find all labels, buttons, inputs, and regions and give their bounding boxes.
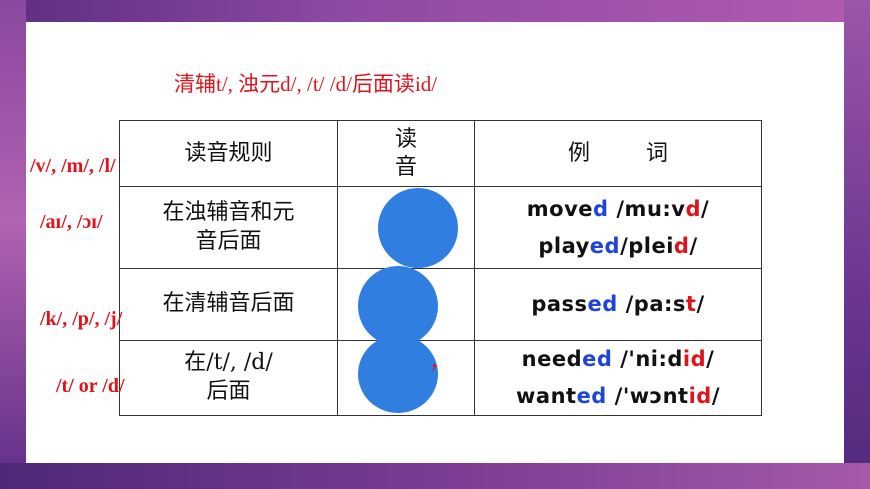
rule-cell: 在浊辅音和元 音后面: [119, 186, 338, 269]
example-segment: /: [701, 196, 710, 221]
table-header-row: 读音规则 读 音 例 词: [119, 120, 762, 187]
example-wanted: wanted /'wɔntid/: [475, 378, 761, 415]
example-segment: /: [711, 383, 720, 408]
header-pron-line-2: 音: [394, 154, 417, 180]
side-label-2: /aɪ/, /ɔɪ/: [40, 211, 103, 233]
cover-circle-3[interactable]: [358, 335, 438, 413]
side-label-3: /k/, /p/, /j/: [40, 308, 123, 330]
example-segment: /mu:v: [608, 196, 686, 221]
example-segment: id: [682, 347, 707, 371]
example-segment: want: [516, 383, 577, 408]
example-segment: need: [521, 347, 583, 371]
frame-bottom-band: [0, 463, 870, 489]
side-label-4: /t/ or /d/: [56, 375, 125, 397]
red-mark: ,: [432, 350, 437, 372]
header-examples: 例 词: [474, 120, 762, 187]
example-passed: passed /pa:st/: [475, 286, 761, 323]
cover-circle-1[interactable]: [378, 188, 458, 268]
slide-title: 清辅t/, 浊元d/, /t/ /d/后面读id/: [174, 68, 437, 98]
example-segment: ed: [589, 233, 621, 258]
frame-right-band: [844, 0, 870, 489]
frame-left-band: [0, 0, 26, 489]
example-played: played/pleid/: [475, 228, 761, 265]
example-needed: needed /'ni:did/: [475, 341, 761, 378]
example-segment: move: [526, 196, 594, 221]
example-segment: d: [673, 233, 690, 258]
title-part-2: t/, 浊元: [216, 72, 281, 96]
title-part-3: d/, /t/ /d/: [280, 72, 352, 96]
table-row: 在清辅音后面 passed /pa:st/: [119, 268, 762, 341]
example-segment: ed: [582, 347, 613, 371]
example-cell: moved /mu:vd/ played/pleid/: [474, 186, 762, 269]
example-segment: /'wɔnt: [606, 383, 689, 408]
title-part-1: 清辅: [174, 72, 216, 96]
rule-cell: 在/t/, /d/ 后面: [119, 340, 338, 416]
example-segment: /: [706, 347, 715, 371]
header-pron-line-1: 读: [394, 127, 417, 152]
table-row: 在/t/, /d/ 后面 needed /'ni:did/ wanted /'w…: [119, 340, 762, 416]
title-part-4: 后面读: [351, 72, 415, 96]
table-row: 在浊辅音和元 音后面 moved /mu:vd/ played/pleid/: [119, 186, 762, 269]
example-segment: /: [696, 292, 705, 317]
frame-top-band: [0, 0, 870, 22]
example-segment: t: [685, 292, 697, 317]
example-segment: pass: [531, 292, 588, 317]
rule-cell: 在清辅音后面: [119, 268, 338, 341]
example-segment: play: [538, 233, 590, 258]
cover-circle-2[interactable]: [358, 266, 438, 346]
example-segment: d: [593, 196, 609, 221]
example-segment: d: [685, 196, 702, 221]
example-segment: ed: [576, 383, 607, 408]
pronunciation-table: 读音规则 读 音 例 词 在浊辅音和元 音后面 moved /mu:vd/ pl…: [119, 120, 762, 416]
example-segment: /: [689, 233, 698, 258]
example-segment: id: [688, 383, 712, 408]
example-segment: ed: [587, 292, 618, 317]
example-cell: passed /pa:st/: [474, 268, 762, 341]
header-pronunciation: 读 音: [337, 120, 475, 187]
side-label-1: /v/, /m/, /l/: [30, 155, 116, 177]
example-segment: /pa:s: [617, 292, 686, 317]
example-moved: moved /mu:vd/: [475, 191, 761, 228]
title-part-5: id/: [414, 72, 438, 96]
example-segment: /plei: [620, 233, 674, 258]
header-rule: 读音规则: [119, 120, 338, 187]
example-segment: /'ni:d: [612, 347, 683, 371]
example-cell: needed /'ni:did/ wanted /'wɔntid/: [474, 340, 762, 416]
